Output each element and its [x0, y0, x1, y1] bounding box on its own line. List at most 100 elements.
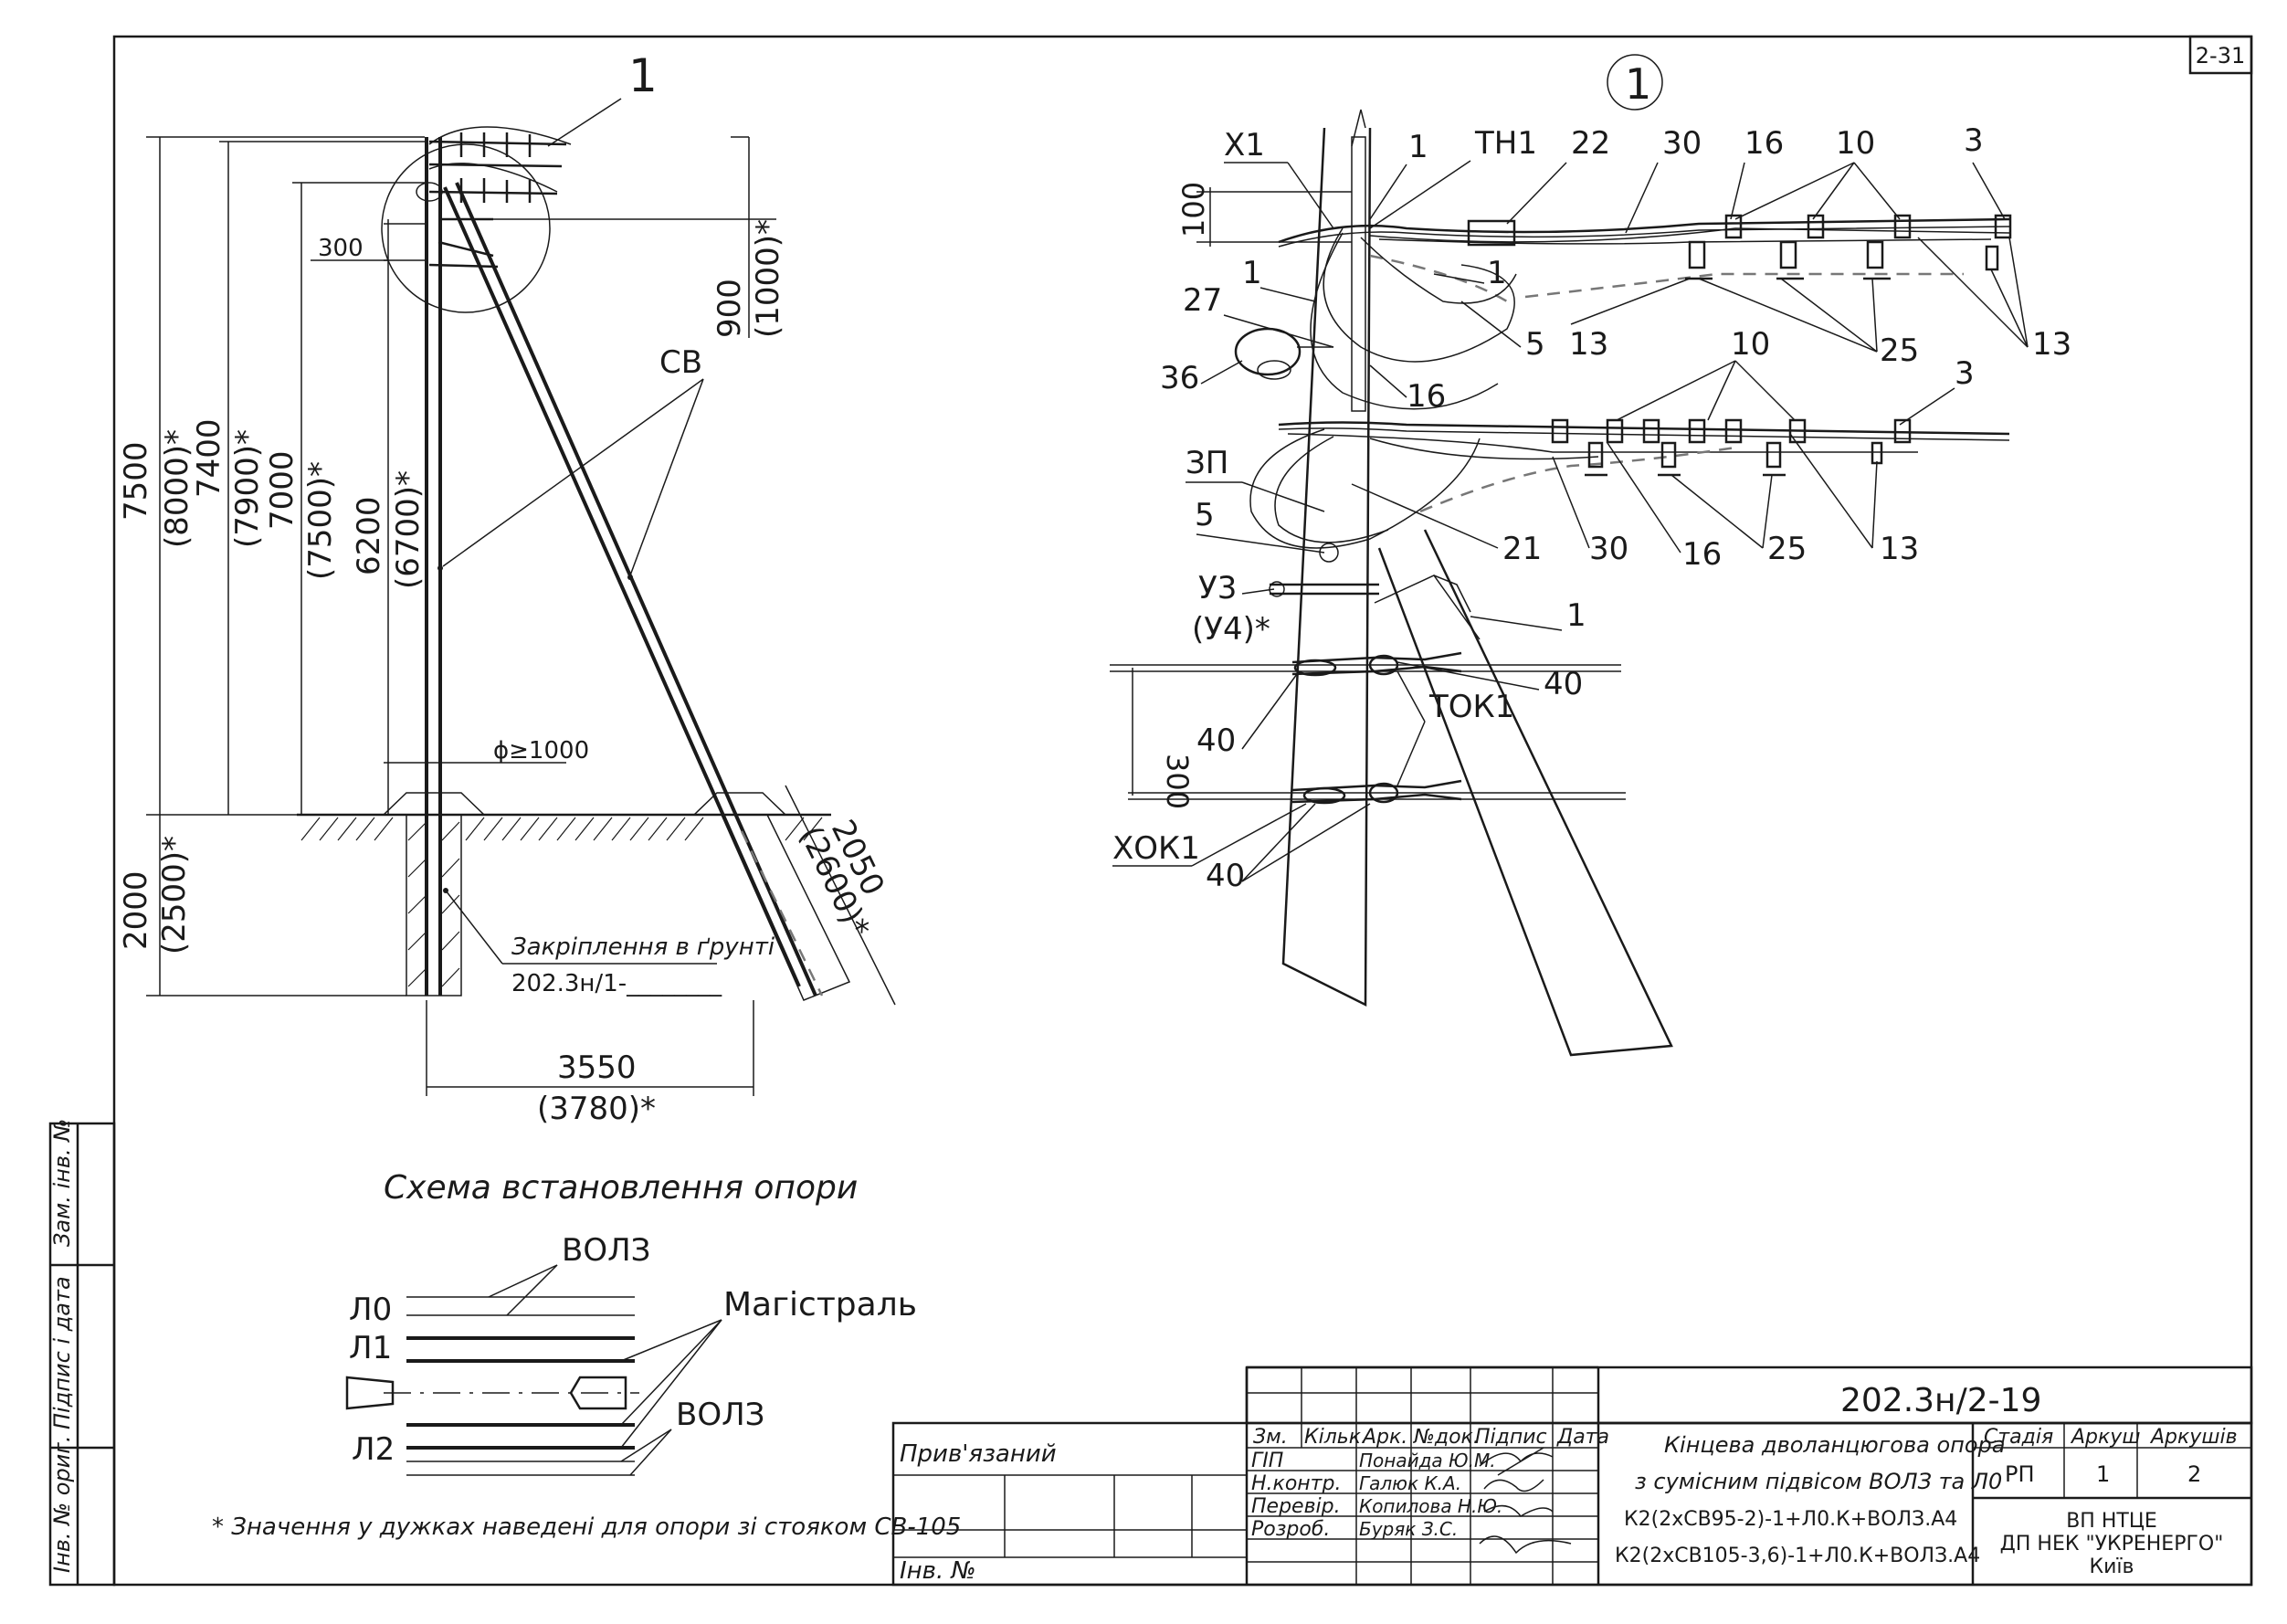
- footnote: * Значення у дужках наведені для опори з…: [212, 1513, 961, 1541]
- label-13b: 13: [2032, 326, 2071, 363]
- label-tn1: ТН1: [1474, 125, 1537, 162]
- tb-h-kilk: Кільк.: [1304, 1426, 1367, 1449]
- install-l0: Л0: [349, 1292, 392, 1328]
- scheme-callout: 1: [628, 49, 658, 102]
- label-21: 21: [1502, 531, 1542, 567]
- label-u3: У3: [1198, 570, 1237, 606]
- scheme-detail-circle: [381, 143, 551, 313]
- install-vol3-bottom: ВОЛЗ: [676, 1397, 764, 1433]
- tb-arkushiv: 2: [2187, 1461, 2201, 1487]
- lamp-icon: [1234, 327, 1302, 376]
- signature-2: [1483, 1504, 1554, 1517]
- tb-desc-3: К2(2хСВ105-3,6)-1+Л0.К+ВОЛЗ.А4: [1615, 1545, 1980, 1567]
- label-13c: 13: [1880, 531, 1919, 567]
- label-sv: СВ: [659, 344, 702, 381]
- label-one-c: 1: [1487, 255, 1507, 291]
- label-16b: 16: [1407, 378, 1446, 415]
- tb-role-1: Н.контр.: [1251, 1472, 1341, 1495]
- label-one-d: 1: [1566, 597, 1586, 634]
- anchor-note: Закріплення в ґрунті: [511, 933, 775, 961]
- side-stamp-zam: Зам. інв. №: [49, 1119, 75, 1247]
- dim-7000: 7000: [264, 450, 300, 530]
- anchor-ref: 202.3н/1-________: [511, 970, 722, 997]
- label-13a: 13: [1569, 326, 1608, 363]
- tb-name-2: Копилова Н.Ю.: [1359, 1495, 1502, 1517]
- dim-7500b: (7500)*: [302, 461, 339, 580]
- pole-scheme: 1: [118, 49, 896, 1127]
- side-stamp: Зам. інв. № Підпис і дата Інв. № ориг.: [48, 1119, 116, 1587]
- detail-callout: 1: [1625, 59, 1651, 109]
- label-40c: 40: [1206, 858, 1245, 894]
- tb-name-0: Понайда Ю.М.: [1359, 1450, 1496, 1471]
- tb-inv-no: Інв. №: [900, 1557, 976, 1585]
- install-pole-left: [345, 1376, 395, 1410]
- tb-org-1: ДП НЕК "УКРЕНЕРГО": [2000, 1533, 2224, 1555]
- tb-arkush-label: Аркуш: [2070, 1426, 2140, 1449]
- label-zp: ЗП: [1186, 445, 1228, 481]
- label-27: 27: [1183, 282, 1222, 319]
- tb-stadia: РП: [2005, 1461, 2035, 1487]
- detail-dim-100: 100: [1176, 182, 1211, 237]
- dim-2500: (2500)*: [156, 836, 193, 954]
- tb-desc-0: Кінцева дволанцюгова опора: [1664, 1432, 2005, 1458]
- dim-phi: ϕ≥1000: [493, 737, 589, 765]
- label-5b: 5: [1195, 497, 1215, 533]
- tb-role-3: Розроб.: [1251, 1518, 1330, 1541]
- detail-callout-circle: [1607, 54, 1663, 111]
- dim-2000: 2000: [118, 870, 154, 950]
- dim-8000: (8000)*: [159, 429, 195, 548]
- tb-org-2: Київ: [2090, 1555, 2134, 1578]
- tb-arkush: 1: [2096, 1461, 2110, 1487]
- label-40a: 40: [1544, 666, 1583, 702]
- sheet-frame: [112, 35, 2253, 1587]
- dim-6200: 6200: [351, 496, 387, 575]
- signature-1: [1483, 1479, 1544, 1492]
- label-10b: 10: [1731, 326, 1770, 363]
- tb-h-dok: №док.: [1413, 1426, 1480, 1449]
- install-scheme: Схема встановлення опори ВОЛЗ Л0 Л1 Магі…: [345, 1169, 917, 1476]
- dim-7900: (7900)*: [229, 429, 266, 548]
- label-3a: 3: [1964, 122, 1984, 159]
- tb-code: 202.3н/2-19: [1840, 1382, 2041, 1419]
- label-one-b: 1: [1242, 255, 1262, 291]
- dim-7500: 7500: [118, 441, 154, 521]
- label-40b: 40: [1196, 722, 1236, 759]
- label-tok1: ТОК1: [1428, 689, 1514, 725]
- label-one-a: 1: [1408, 129, 1428, 165]
- tb-name-1: Галюк К.А.: [1359, 1472, 1461, 1494]
- dim-3550: 3550: [557, 1049, 637, 1086]
- tb-h-ark: Арк.: [1361, 1426, 1407, 1449]
- install-l1: Л1: [349, 1330, 392, 1366]
- label-25b: 25: [1767, 531, 1807, 567]
- dim-900: 900: [711, 279, 748, 338]
- install-pole-right: [569, 1376, 627, 1410]
- tb-stadia-label: Стадія: [1984, 1426, 2053, 1449]
- install-l2: Л2: [352, 1431, 395, 1468]
- label-x1: Х1: [1224, 127, 1265, 163]
- label-16c: 16: [1682, 536, 1722, 573]
- label-16a: 16: [1744, 125, 1784, 162]
- tb-h-pidpys: Підпис: [1475, 1426, 1547, 1449]
- tb-desc-2: К2(2хСВ95-2)-1+Л0.К+ВОЛЗ.А4: [1624, 1508, 1957, 1531]
- title-block: Прив'язаний Інв. № Зм. Кільк. Арк. №док.…: [891, 1366, 2253, 1587]
- label-xok1: ХОК1: [1112, 830, 1200, 867]
- label-5a: 5: [1525, 326, 1545, 363]
- dim-6700: (6700)*: [390, 470, 427, 589]
- tb-h-zm: Зм.: [1253, 1426, 1288, 1449]
- detail-dim-300: 300: [1160, 754, 1195, 809]
- install-magistral: Магістраль: [723, 1286, 917, 1323]
- tb-name-3: Буряк З.С.: [1359, 1518, 1458, 1540]
- tb-role-0: ГІП: [1251, 1450, 1283, 1472]
- detail-view: 1: [1110, 54, 2071, 1057]
- sheet-code-box: [2188, 35, 2253, 75]
- dim-300: 300: [318, 235, 364, 262]
- label-3b: 3: [1955, 355, 1975, 392]
- install-vol3-top: ВОЛЗ: [562, 1232, 650, 1269]
- tb-role-2: Перевір.: [1251, 1495, 1341, 1518]
- label-25a: 25: [1880, 332, 1919, 369]
- label-36: 36: [1160, 360, 1199, 396]
- tb-h-data: Дата: [1556, 1426, 1609, 1449]
- dim-1000: (1000)*: [750, 219, 786, 338]
- sheet-code: 2-31: [2196, 43, 2245, 69]
